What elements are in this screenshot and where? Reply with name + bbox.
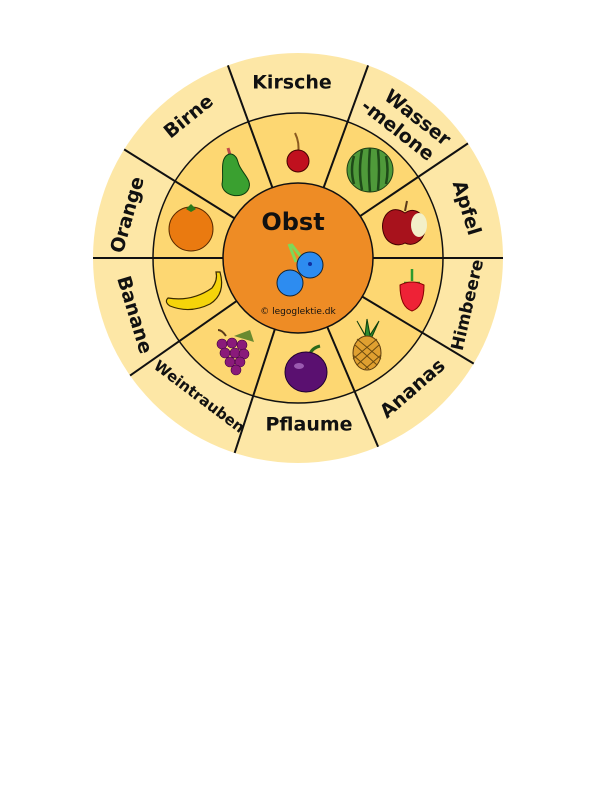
segment-divider — [359, 142, 469, 217]
grapes-icon — [216, 329, 254, 376]
orange-icon — [168, 204, 214, 252]
segment-divider — [361, 295, 475, 365]
label-pflaume: Pflaume — [265, 414, 352, 436]
segment-divider — [129, 300, 238, 377]
banana-icon — [165, 271, 223, 311]
segment-divider — [233, 329, 276, 454]
pear-icon — [221, 147, 250, 197]
segment-divider — [226, 65, 274, 188]
segment-divider — [326, 326, 380, 448]
blueberry-icon — [276, 243, 324, 297]
plum-icon — [284, 344, 328, 393]
segment-dividers — [93, 65, 503, 454]
copyright-text: © legoglektie.dk — [260, 307, 336, 317]
cherry-icon — [286, 132, 310, 173]
center-title: Obst — [261, 208, 324, 236]
center-circle — [222, 182, 374, 334]
watermelon-icon — [346, 147, 394, 193]
segment-divider — [123, 148, 235, 220]
raspberry-icon — [399, 269, 425, 312]
segment-divider — [322, 65, 370, 188]
pineapple-icon — [352, 318, 382, 371]
label-kirsche: Kirsche — [252, 72, 332, 94]
apple-icon — [382, 200, 427, 246]
